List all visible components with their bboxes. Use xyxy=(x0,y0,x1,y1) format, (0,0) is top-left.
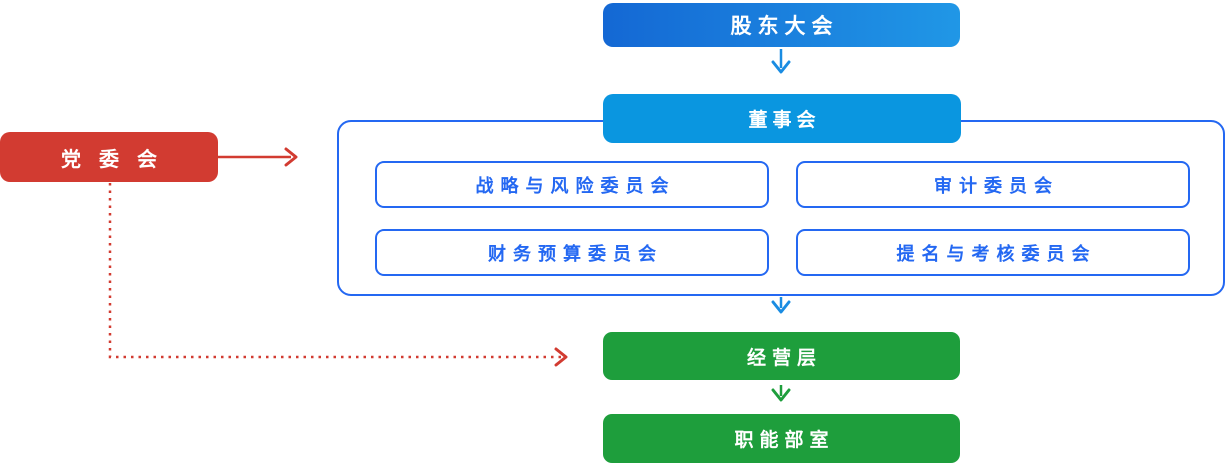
node-nomination-assessment-committee: 提名与考核委员会 xyxy=(796,229,1190,276)
arrow-down-icon xyxy=(771,300,791,314)
arrow-right-icon xyxy=(284,147,298,167)
arrow-down-icon xyxy=(771,60,791,74)
node-finance-budget-committee: 财务预算委员会 xyxy=(375,229,769,276)
node-functional-departments: 职能部室 xyxy=(603,414,960,463)
node-strategy-risk-committee: 战略与风险委员会 xyxy=(375,161,769,208)
party-to-management-line xyxy=(108,183,561,359)
node-management-level: 经营层 xyxy=(603,332,960,380)
node-board-of-directors: 董事会 xyxy=(603,94,961,143)
arrow-down-icon xyxy=(771,388,791,402)
node-shareholders-meeting: 股东大会 xyxy=(603,3,960,47)
node-party-committee: 党委会 xyxy=(0,132,218,182)
node-audit-committee: 审计委员会 xyxy=(796,161,1190,208)
arrow-right-icon xyxy=(554,347,568,367)
